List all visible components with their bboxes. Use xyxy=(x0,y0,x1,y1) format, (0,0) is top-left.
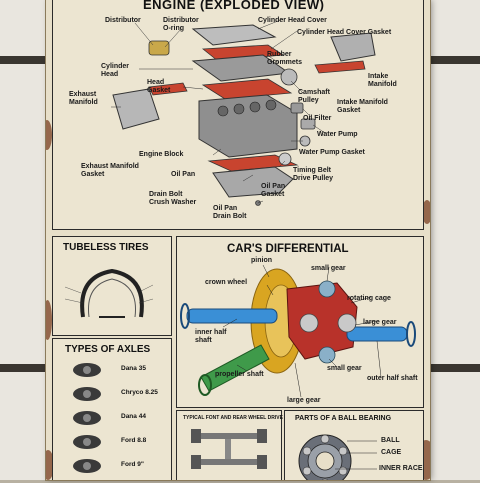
label-camshaft-pulley: Camshaft Pulley xyxy=(298,89,330,104)
label-head-gasket: Head Gasket xyxy=(147,79,171,94)
rust-spot xyxy=(46,120,52,150)
differential-illustration xyxy=(180,264,416,398)
label-cage: CAGE xyxy=(381,449,402,456)
axle-label: Ford 9" xyxy=(121,461,144,468)
differential-title: CAR'S DIFFERENTIAL xyxy=(227,243,349,255)
label-propeller-shaft: propeller shaft xyxy=(215,371,264,378)
axle-label: Dana 44 xyxy=(121,413,146,420)
rust-spot xyxy=(46,300,52,340)
axle-item: Dana 35 xyxy=(63,361,173,379)
drive-title: TYPICAL FONT AND REAR WHEEL DRIVE xyxy=(183,415,283,421)
bearing-title: PARTS OF A BALL BEARING xyxy=(295,415,392,422)
label-outer-half-shaft: outer half shaft xyxy=(367,375,418,382)
label-cylinder-head-cover-gasket: Cylinder Head Cover Gasket xyxy=(297,29,392,36)
label-distributor-oring: Distributor O-ring xyxy=(163,17,199,32)
label-exhaust-manifold: Exhaust Manifold xyxy=(69,91,98,106)
rust-spot xyxy=(422,200,430,224)
metal-sign: ENGINE (EXPLODED VIEW) xyxy=(46,0,430,480)
label-oil-filter: Oil Filter xyxy=(303,115,332,122)
axle-item: Dana 44 xyxy=(63,409,173,427)
label-water-pump-gasket: Water Pump Gasket xyxy=(299,149,365,156)
axle-icon xyxy=(73,387,101,401)
label-oil-pan: Oil Pan xyxy=(171,171,196,178)
label-rotating-cage: rotating cage xyxy=(347,295,391,302)
drivetrain-illustration xyxy=(191,429,267,469)
bearing-panel: PARTS OF A BALL BEARING BALL CAGE INNER … xyxy=(284,410,424,480)
tires-panel: TUBELESS TIRES xyxy=(52,236,172,336)
label-timing-belt-drive-pulley: Timing Belt Drive Pulley xyxy=(293,167,334,182)
label-pinion: pinion xyxy=(251,257,272,264)
axles-title: TYPES OF AXLES xyxy=(65,344,151,355)
tire-cross-section-illustration xyxy=(64,268,154,318)
label-inner-race: INNER RACE xyxy=(379,465,423,472)
label-large-gear-bottom: large gear xyxy=(287,397,321,404)
axle-icon xyxy=(73,435,101,449)
label-drain-bolt-crush-washer: Drain Bolt Crush Washer xyxy=(149,191,197,206)
engine-exploded-illustration xyxy=(111,18,376,206)
axle-icon xyxy=(73,411,101,425)
label-small-gear-top: small gear xyxy=(311,265,346,272)
axle-item: Ford 9" xyxy=(63,457,173,475)
label-distributor: Distributor xyxy=(105,17,141,24)
label-small-gear-bottom: small gear xyxy=(327,365,362,372)
label-cylinder-head: Cylinder Head xyxy=(101,63,130,78)
engine-title: ENGINE (EXPLODED VIEW) xyxy=(143,0,325,12)
differential-panel: CAR'S DIFFERENTIAL xyxy=(176,236,424,408)
label-intake-manifold: Intake Manifold xyxy=(368,73,397,88)
label-crown-wheel: crown wheel xyxy=(205,279,248,286)
label-rubber-grommets: Rubber Grommets xyxy=(267,51,303,66)
axle-label: Ford 8.8 xyxy=(121,437,147,444)
axle-item: Chryco 8.25 xyxy=(63,385,173,403)
label-engine-block: Engine Block xyxy=(139,151,184,158)
label-water-pump: Water Pump xyxy=(317,131,358,138)
label-intake-manifold-gasket: Intake Manifold Gasket xyxy=(337,99,388,114)
label-exhaust-manifold-gasket: Exhaust Manifold Gasket xyxy=(81,163,139,178)
label-oil-pan-drain-bolt: Oil Pan Drain Bolt xyxy=(213,205,247,220)
axle-label: Chryco 8.25 xyxy=(121,389,158,396)
label-inner-half-shaft: inner half shaft xyxy=(195,329,227,344)
rust-spot xyxy=(46,450,54,480)
label-cylinder-head-cover: Cylinder Head Cover xyxy=(258,17,327,24)
ball-bearing-illustration xyxy=(298,434,377,480)
axle-icon xyxy=(73,363,101,377)
label-oil-pan-gasket: Oil Pan Gasket xyxy=(261,183,286,198)
tires-title: TUBELESS TIRES xyxy=(63,242,149,253)
drive-panel: TYPICAL FONT AND REAR WHEEL DRIVE xyxy=(176,410,283,480)
engine-panel: ENGINE (EXPLODED VIEW) xyxy=(52,0,424,230)
label-ball: BALL xyxy=(381,437,400,444)
label-large-gear-right: large gear xyxy=(363,319,397,326)
axle-item: Ford 8.8 xyxy=(63,433,173,451)
axle-icon xyxy=(73,459,101,473)
axles-panel: TYPES OF AXLES Dana 35 Chryco 8.25 Dana … xyxy=(52,338,172,480)
axle-label: Dana 35 xyxy=(121,365,146,372)
